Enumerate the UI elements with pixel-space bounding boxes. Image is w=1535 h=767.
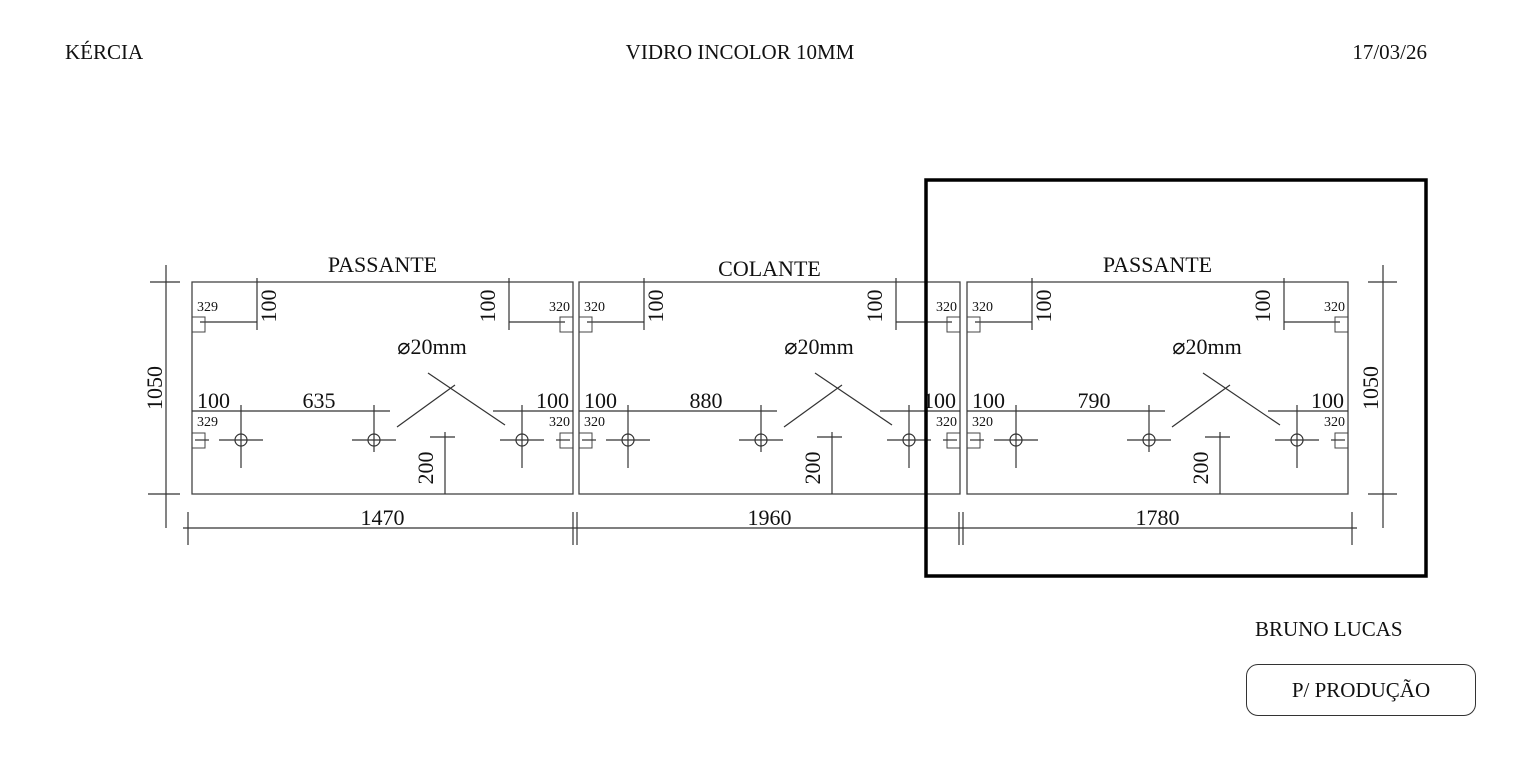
panel-type-label: PASSANTE — [328, 252, 437, 277]
hinge-marker — [966, 316, 981, 333]
panel-width-label: 1960 — [748, 505, 792, 530]
corner-left-label: 320 — [972, 415, 993, 430]
hole-bottom-offset: 200 — [413, 452, 438, 485]
corner-left-label: 329 — [197, 415, 218, 430]
status-label: P/ PRODUÇÃO — [1291, 677, 1431, 702]
corner-left-label: 320 — [972, 300, 993, 315]
hole-circle — [1142, 433, 1156, 447]
hinge-marker — [1334, 316, 1349, 333]
top-right-offset: 100 — [1250, 290, 1275, 323]
top-right-offset: 100 — [475, 290, 500, 323]
material-title: VIDRO INCOLOR 10MM — [625, 40, 855, 64]
corner-right-label: 320 — [1324, 300, 1345, 315]
side-left-offset: 100 — [972, 388, 1005, 413]
hole-circle — [902, 433, 916, 447]
date: 17/03/26 — [1352, 40, 1427, 64]
leader-line — [1202, 372, 1281, 426]
leader-line — [1171, 384, 1231, 428]
hole-circle — [367, 433, 381, 447]
top-left-offset: 100 — [643, 290, 668, 323]
hinge-marker — [191, 316, 206, 333]
hinge-marker — [559, 316, 574, 333]
leader-line — [783, 384, 843, 428]
corner-right-label: 320 — [549, 415, 570, 430]
corner-left-label: 320 — [584, 300, 605, 315]
side-left-offset: 100 — [584, 388, 617, 413]
corner-right-label: 320 — [936, 415, 957, 430]
side-right-offset: 100 — [1311, 388, 1344, 413]
corner-right-label: 320 — [1324, 415, 1345, 430]
hole-circle — [754, 433, 768, 447]
corner-right-label: 320 — [549, 300, 570, 315]
hinge-marker — [946, 316, 961, 333]
hole-bottom-offset: 200 — [800, 452, 825, 485]
client-name: KÉRCIA — [65, 40, 144, 64]
panel-type-label: COLANTE — [718, 256, 821, 281]
hole-circle — [1009, 433, 1023, 447]
panel-2: COLANTE 100 100 320 320 ⌀20mm 100 880 100 320 320 2… — [578, 256, 961, 530]
hole-circle — [621, 433, 635, 447]
hole-spacing: 790 — [1078, 388, 1111, 413]
hole-spacing: 880 — [690, 388, 723, 413]
status-box: P/ PRODUÇÃO — [1246, 664, 1476, 716]
top-left-offset: 100 — [256, 290, 281, 323]
hole-bottom-offset: 200 — [1188, 452, 1213, 485]
top-left-offset: 100 — [1031, 290, 1056, 323]
corner-left-label: 320 — [584, 415, 605, 430]
hole-diameter-label: ⌀20mm — [784, 334, 853, 359]
hole-circle — [234, 433, 248, 447]
glass-panel-outline — [191, 281, 574, 495]
panel-type-label: PASSANTE — [1103, 252, 1212, 277]
panel-width-label: 1470 — [361, 505, 405, 530]
panel-width-label: 1780 — [1136, 505, 1180, 530]
height-label-right: 1050 — [1358, 366, 1383, 410]
side-right-offset: 100 — [536, 388, 569, 413]
top-right-offset: 100 — [862, 290, 887, 323]
hinge-marker — [578, 316, 593, 333]
panel-1: PASSANTE 100 100 329 320 ⌀20mm 100 635 100 329 320… — [191, 252, 574, 530]
leader-line — [396, 384, 456, 428]
leader-line — [427, 372, 506, 426]
hole-circle — [1290, 433, 1304, 447]
glass-panel-outline — [966, 281, 1349, 495]
leader-line — [814, 372, 893, 426]
corner-right-label: 320 — [936, 300, 957, 315]
side-right-offset: 100 — [923, 388, 956, 413]
side-left-offset: 100 — [197, 388, 230, 413]
designer-name: BRUNO LUCAS — [1255, 617, 1403, 641]
height-label-left: 1050 — [142, 366, 167, 410]
hole-diameter-label: ⌀20mm — [1172, 334, 1241, 359]
highlight-box — [924, 178, 1428, 578]
hole-spacing: 635 — [303, 388, 336, 413]
hole-circle — [515, 433, 529, 447]
panel-3: PASSANTE 100 100 320 320 ⌀20mm 100 790 100 320 320… — [966, 252, 1349, 530]
corner-left-label: 329 — [197, 300, 218, 315]
hole-diameter-label: ⌀20mm — [397, 334, 466, 359]
glass-panel-outline — [578, 281, 961, 495]
